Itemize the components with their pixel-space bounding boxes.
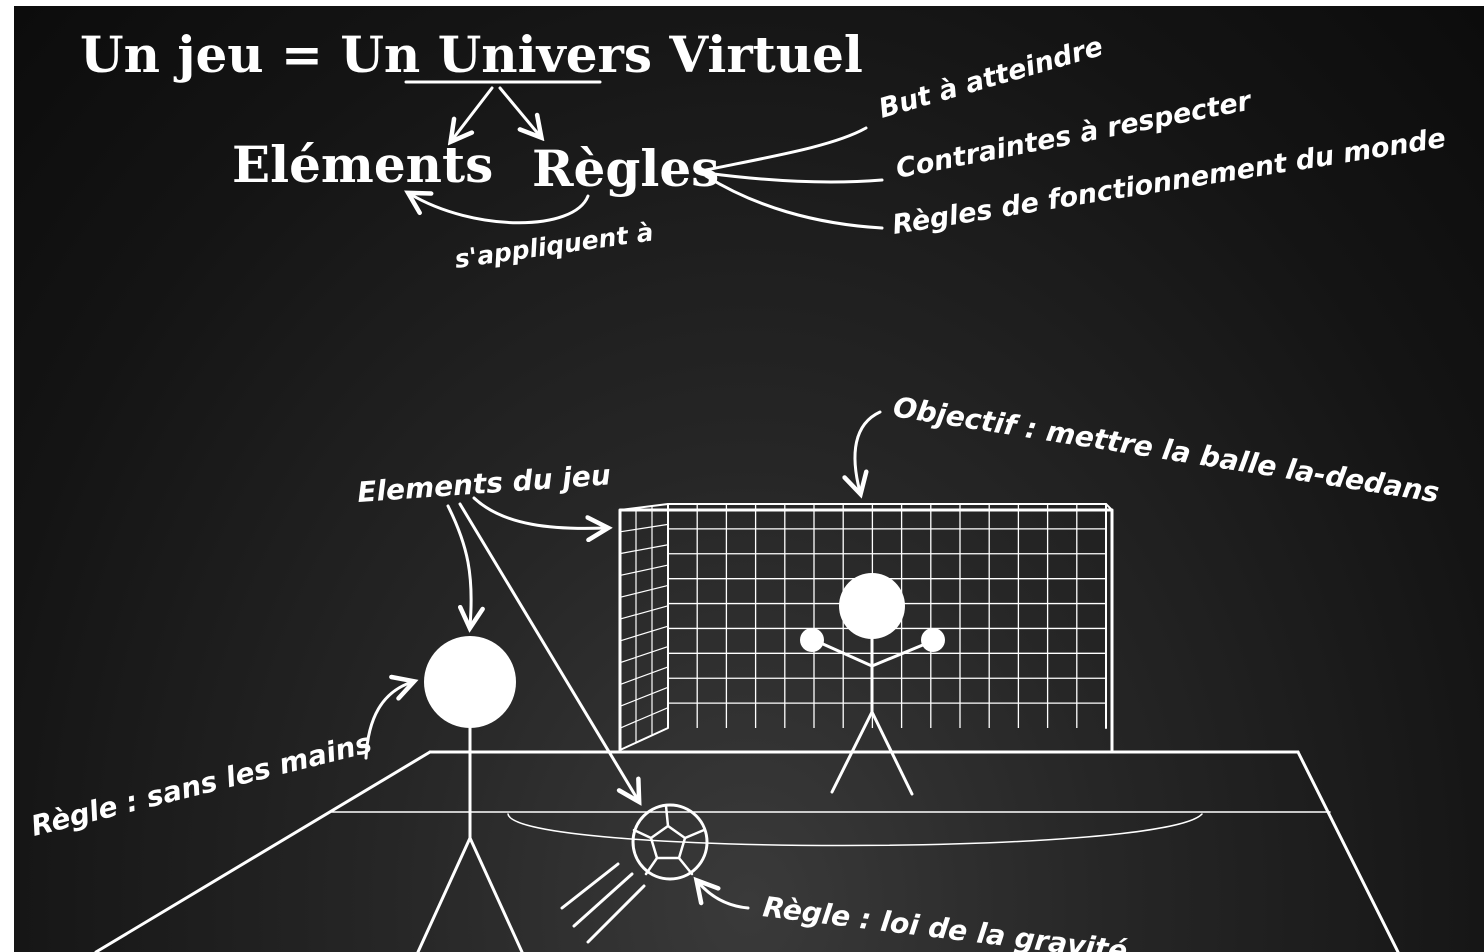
- arrow-applies-to: [410, 194, 590, 225]
- rule-type-goal: But à atteindre: [875, 31, 1106, 125]
- annotation-objective: Objectif : mettre la balle la-dedans: [891, 390, 1442, 509]
- chalkboard: Un jeu = Un Univers Virtuel Eléments Règ…: [14, 6, 1484, 952]
- goal-net: [618, 503, 1114, 752]
- arrow-to-elements: [452, 86, 494, 140]
- net-line: [619, 523, 669, 533]
- goalkeeper-figure: [800, 573, 945, 796]
- fan-line-goal: [704, 126, 868, 172]
- annotation-rule-gravity: Règle : loi de la gravité: [761, 890, 1129, 952]
- net-line: [619, 564, 669, 577]
- arrow-to-player: [446, 504, 471, 626]
- football-field: [94, 750, 1400, 952]
- net-line: [619, 625, 669, 642]
- title: Un jeu = Un Univers Virtuel: [80, 25, 863, 84]
- arrow-objective: [855, 410, 882, 492]
- net-line: [619, 584, 669, 598]
- title-underlined-word: Univers: [438, 25, 652, 84]
- soccer-ball: [560, 803, 709, 944]
- concept-regles: Règles: [532, 139, 719, 198]
- concept-elements: Eléments: [232, 135, 493, 194]
- arrow-to-regles: [498, 86, 540, 136]
- annotation-rule-hands: Règle : sans les mains: [28, 726, 375, 843]
- player-figure: [416, 636, 524, 952]
- net-line: [619, 645, 669, 664]
- arrow-rule-gravity: [698, 882, 750, 910]
- net-line: [619, 707, 669, 729]
- arrow-to-ball: [458, 502, 638, 800]
- arrow-to-goal: [472, 496, 606, 528]
- fan-line-constraints: [704, 171, 884, 184]
- annotation-game-elements: Elements du jeu: [356, 458, 612, 509]
- net-line: [619, 605, 669, 620]
- net-line: [619, 544, 669, 555]
- diagram-canvas: Un jeu = Un Univers Virtuel Eléments Règ…: [28, 25, 1448, 952]
- fan-line-world-rules: [704, 174, 884, 230]
- label-applies-to: s'appliquent à: [453, 217, 655, 274]
- net-line: [619, 666, 669, 686]
- arrow-rule-hands: [364, 682, 412, 760]
- net-line: [619, 686, 669, 707]
